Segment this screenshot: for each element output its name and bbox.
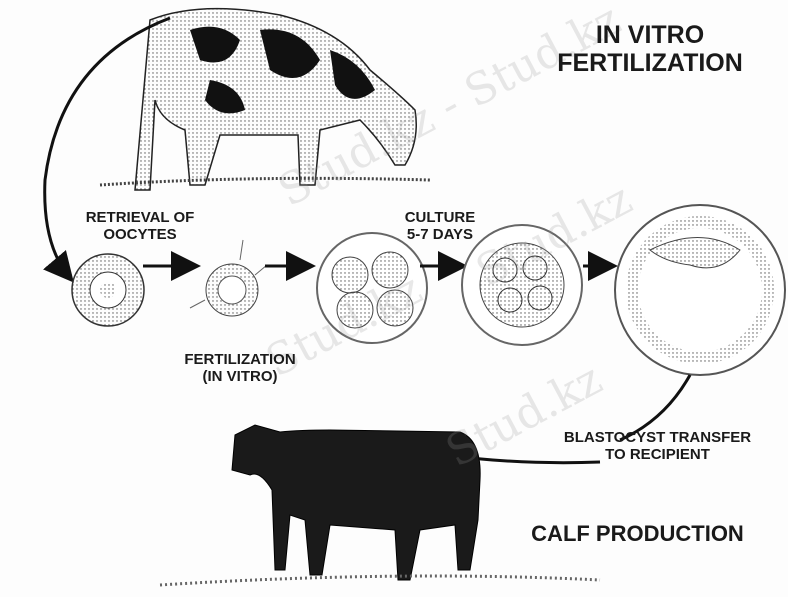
transfer-line-1: BLASTOCYST TRANSFER xyxy=(563,429,752,446)
morula-illustration xyxy=(461,224,583,346)
donor-cow-illustration xyxy=(99,7,431,191)
culture-line-2: 5-7 DAYS xyxy=(406,225,474,243)
recipient-cow-illustration xyxy=(159,424,601,587)
calf-production-label: CALF PRODUCTION xyxy=(531,521,744,546)
title-line-1: IN VITRO xyxy=(595,21,705,49)
culture-label: CULTURE 5-7 DAYS xyxy=(385,209,495,243)
page-title: IN VITRO FERTILIZATION xyxy=(540,21,760,77)
blastocyst-illustration xyxy=(614,204,786,376)
retrieval-line-2: OOCYTES xyxy=(103,225,177,243)
transfer-line-2: TO RECIPIENT xyxy=(605,445,710,463)
transfer-label: BLASTOCYST TRANSFER TO RECIPIENT xyxy=(535,429,780,463)
retrieval-line-1: RETRIEVAL OF xyxy=(85,209,195,226)
fertilization-line-2: (IN VITRO) xyxy=(202,367,278,385)
culture-line-1: CULTURE xyxy=(404,209,476,226)
fertilized-egg-illustration xyxy=(189,239,268,317)
fertilization-line-1: FERTILIZATION xyxy=(184,351,296,368)
retrieval-arrow xyxy=(43,16,171,283)
cleaving-embryo-illustration xyxy=(316,232,428,344)
retrieval-label: RETRIEVAL OF OOCYTES xyxy=(55,209,225,243)
fertilization-label: FERTILIZATION (IN VITRO) xyxy=(165,351,315,385)
oocyte-illustration xyxy=(71,253,145,327)
title-line-2: FERTILIZATION xyxy=(557,48,743,77)
